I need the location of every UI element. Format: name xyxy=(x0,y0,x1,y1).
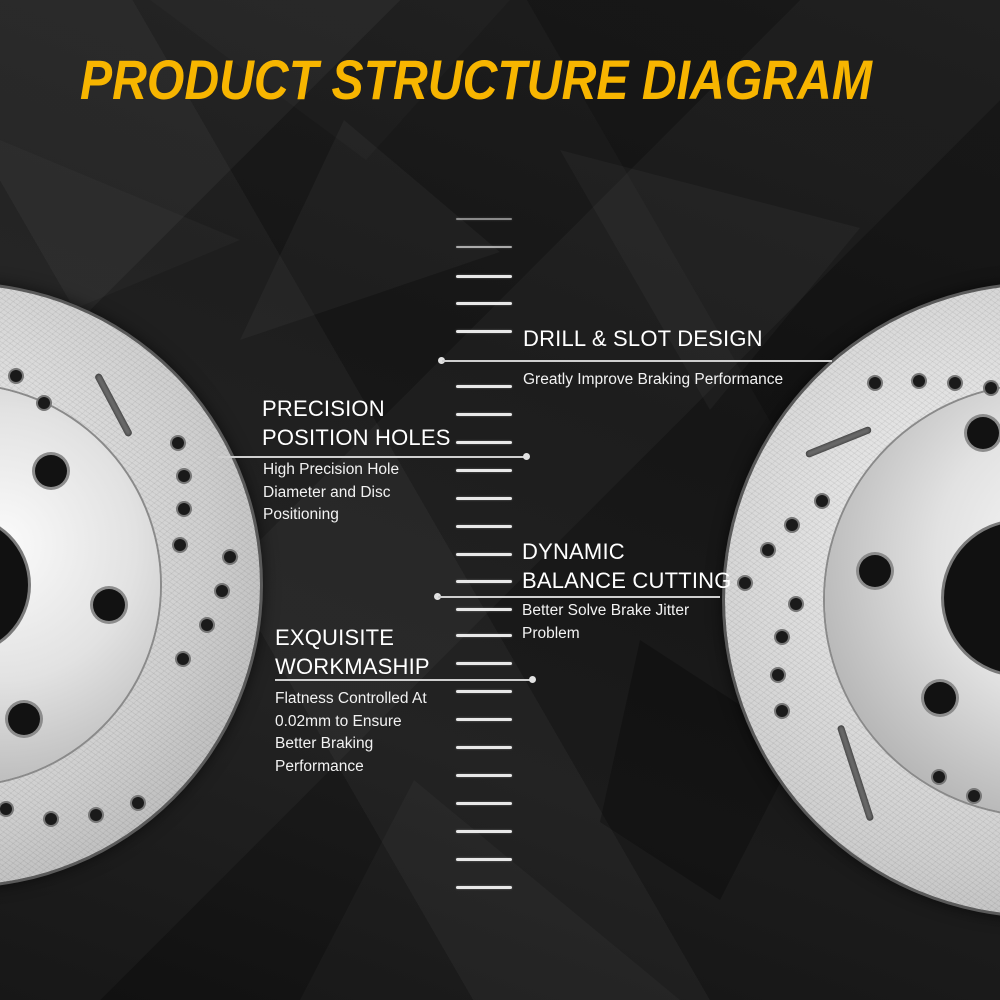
callout-heading: DYNAMIC xyxy=(522,539,625,564)
callout-description: High Precision Hole xyxy=(263,461,400,478)
ladder-rung xyxy=(456,385,512,388)
drill-hole xyxy=(816,495,828,507)
ladder-rung xyxy=(456,330,512,333)
drill-hole xyxy=(216,585,228,597)
drill-hole xyxy=(45,813,57,825)
drill-hole xyxy=(790,598,802,610)
ladder-rung xyxy=(456,246,512,248)
drill-hole xyxy=(739,577,751,589)
drill-hole xyxy=(0,803,12,815)
drill-hole xyxy=(786,519,798,531)
lug-hole xyxy=(924,682,956,714)
callout-description: Greatly Improve Braking Performance xyxy=(523,371,784,388)
ladder-rung xyxy=(456,441,512,444)
lug-hole xyxy=(859,555,891,587)
drill-hole xyxy=(224,551,236,563)
callout-heading: EXQUISITE xyxy=(275,625,395,650)
drill-hole xyxy=(776,631,788,643)
lug-hole xyxy=(93,589,125,621)
ladder-rung xyxy=(456,830,512,833)
callout-dot xyxy=(523,453,530,460)
drill-hole xyxy=(178,503,190,515)
drill-hole xyxy=(772,669,784,681)
ladder-rung xyxy=(456,690,512,693)
lug-hole xyxy=(8,703,40,735)
lug-hole xyxy=(35,455,67,487)
drill-hole xyxy=(10,370,22,382)
drill-hole xyxy=(968,790,980,802)
ladder-rung xyxy=(456,774,512,777)
rotor-slot xyxy=(836,724,875,822)
callout-leader-line xyxy=(438,596,720,598)
drill-hole xyxy=(174,539,186,551)
brake-rotor-left-image xyxy=(0,285,260,885)
callout-leader-line xyxy=(275,679,533,681)
callout-description: 0.02mm to Ensure xyxy=(275,713,402,730)
ladder-rung xyxy=(456,302,512,305)
callout-dot xyxy=(434,593,441,600)
callout-description: Better Braking xyxy=(275,735,374,752)
callout-description: Flatness Controlled At xyxy=(275,690,427,707)
ladder-rung xyxy=(456,553,512,556)
drill-hole xyxy=(172,437,184,449)
callout-description: Problem xyxy=(522,625,580,642)
callout-heading: BALANCE CUTTING xyxy=(522,568,732,593)
rotor-slot xyxy=(93,372,134,438)
drill-hole xyxy=(869,377,881,389)
callout-heading: DRILL & SLOT DESIGN xyxy=(523,326,763,351)
ladder-rung xyxy=(456,497,512,500)
ladder-rung xyxy=(456,469,512,472)
callout-description: Diameter and Disc xyxy=(263,484,391,501)
callout-description: Performance xyxy=(275,758,364,775)
drill-hole xyxy=(762,544,774,556)
callout-heading: POSITION HOLES xyxy=(262,425,451,450)
callout-heading: PRECISION xyxy=(262,396,385,421)
drill-hole xyxy=(985,382,997,394)
ladder-rung xyxy=(456,525,512,528)
drill-hole xyxy=(949,377,961,389)
rotor-slot xyxy=(804,425,873,459)
callout-description: Better Solve Brake Jitter xyxy=(522,602,690,619)
drill-hole xyxy=(933,771,945,783)
ladder-rung xyxy=(456,634,512,637)
ladder-rung xyxy=(456,662,512,665)
drill-hole xyxy=(132,797,144,809)
callout-leader-line xyxy=(218,456,528,458)
page-title: PRODUCT STRUCTURE DIAGRAM xyxy=(80,48,872,111)
lug-hole xyxy=(967,417,999,449)
ladder-rung xyxy=(456,580,512,583)
drill-hole xyxy=(913,375,925,387)
callout-dot xyxy=(529,676,536,683)
callout-heading: WORKMASHIP xyxy=(275,654,430,679)
ladder-rung xyxy=(456,718,512,721)
drill-hole xyxy=(177,653,189,665)
callout-dot xyxy=(438,357,445,364)
ladder-rung xyxy=(456,802,512,805)
decorative-ladder xyxy=(456,0,514,1000)
drill-hole xyxy=(90,809,102,821)
drill-hole xyxy=(38,397,50,409)
drill-hole xyxy=(776,705,788,717)
callout-description: Positioning xyxy=(263,506,339,523)
ladder-rung xyxy=(456,886,512,889)
ladder-rung xyxy=(456,413,512,416)
ladder-rung xyxy=(456,746,512,749)
drill-hole xyxy=(178,470,190,482)
drill-hole xyxy=(201,619,213,631)
ladder-rung xyxy=(456,275,512,278)
ladder-rung xyxy=(456,858,512,861)
ladder-rung xyxy=(456,608,512,611)
callout-leader-line xyxy=(442,360,832,362)
ladder-rung xyxy=(456,218,512,220)
